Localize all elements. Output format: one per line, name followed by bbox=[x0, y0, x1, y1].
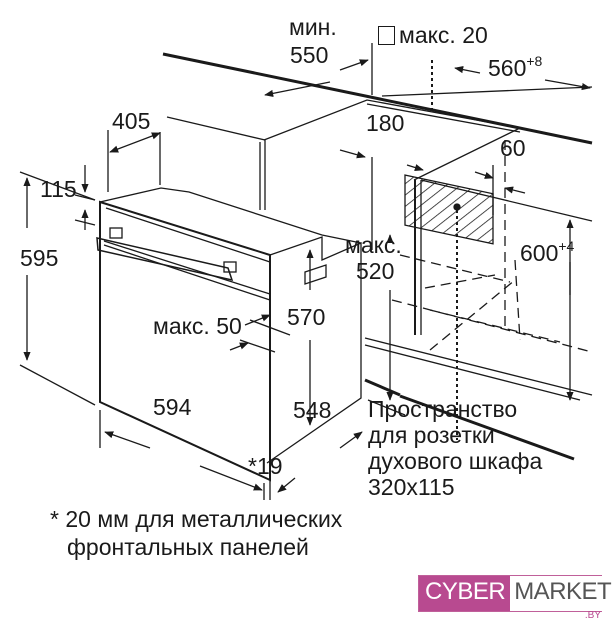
socket-note-line: Пространство bbox=[368, 396, 518, 422]
logo-suffix: .BY bbox=[584, 610, 601, 621]
footnote-line: фронтальных панелей bbox=[67, 534, 309, 560]
dim-405: 405 bbox=[112, 108, 151, 134]
cabinet bbox=[166, 116, 593, 461]
dim-560-tolerance: +8 bbox=[526, 53, 543, 69]
dim-595: 595 bbox=[20, 245, 59, 271]
footnote-line: * 20 мм для металлических bbox=[50, 506, 343, 532]
logo-part2: MARKET bbox=[510, 576, 612, 611]
dim-570: 570 bbox=[287, 304, 326, 330]
dimension-lines bbox=[19, 43, 591, 500]
dim-550: 550 bbox=[290, 42, 329, 68]
dim-max20: макс. 20 bbox=[378, 24, 488, 47]
dim-19: *19 bbox=[248, 453, 283, 479]
dim-max50: макс. 50 bbox=[153, 313, 242, 339]
dim-548: 548 bbox=[293, 397, 332, 423]
dim-60: 60 bbox=[500, 135, 526, 161]
cybermarket-logo: CYBER MARKET .BY bbox=[418, 575, 612, 621]
socket-center-dot bbox=[453, 203, 461, 211]
dim-max-label: макс. bbox=[345, 232, 402, 258]
dim-min-label: мин. bbox=[289, 14, 337, 40]
dim-560-value: 560 bbox=[488, 55, 527, 81]
socket-note: Пространство для розетки духового шкафа … bbox=[368, 396, 542, 500]
logo-part1: CYBER bbox=[419, 576, 511, 611]
footnote: * 20 мм для металлических фронтальных па… bbox=[50, 505, 342, 561]
countertop bbox=[162, 52, 593, 181]
dim-560: 560+8 bbox=[488, 54, 542, 81]
square-icon bbox=[378, 26, 395, 45]
dim-594: 594 bbox=[153, 394, 192, 420]
oven-handle-icon bbox=[96, 237, 234, 282]
socket-note-line: 320x115 bbox=[368, 474, 455, 500]
dim-max20-text: макс. 20 bbox=[399, 22, 488, 48]
socket-note-line: для розетки bbox=[368, 422, 495, 448]
socket-area-hatch bbox=[404, 174, 494, 245]
dim-600-value: 600 bbox=[520, 240, 559, 266]
socket-note-line: духового шкафа bbox=[368, 448, 543, 474]
dim-520: 520 bbox=[356, 258, 395, 284]
dim-600: 600+4 bbox=[520, 239, 574, 266]
dim-180: 180 bbox=[366, 110, 405, 136]
dim-600-tolerance: +4 bbox=[558, 238, 575, 254]
dim-115: 115 bbox=[40, 176, 77, 202]
